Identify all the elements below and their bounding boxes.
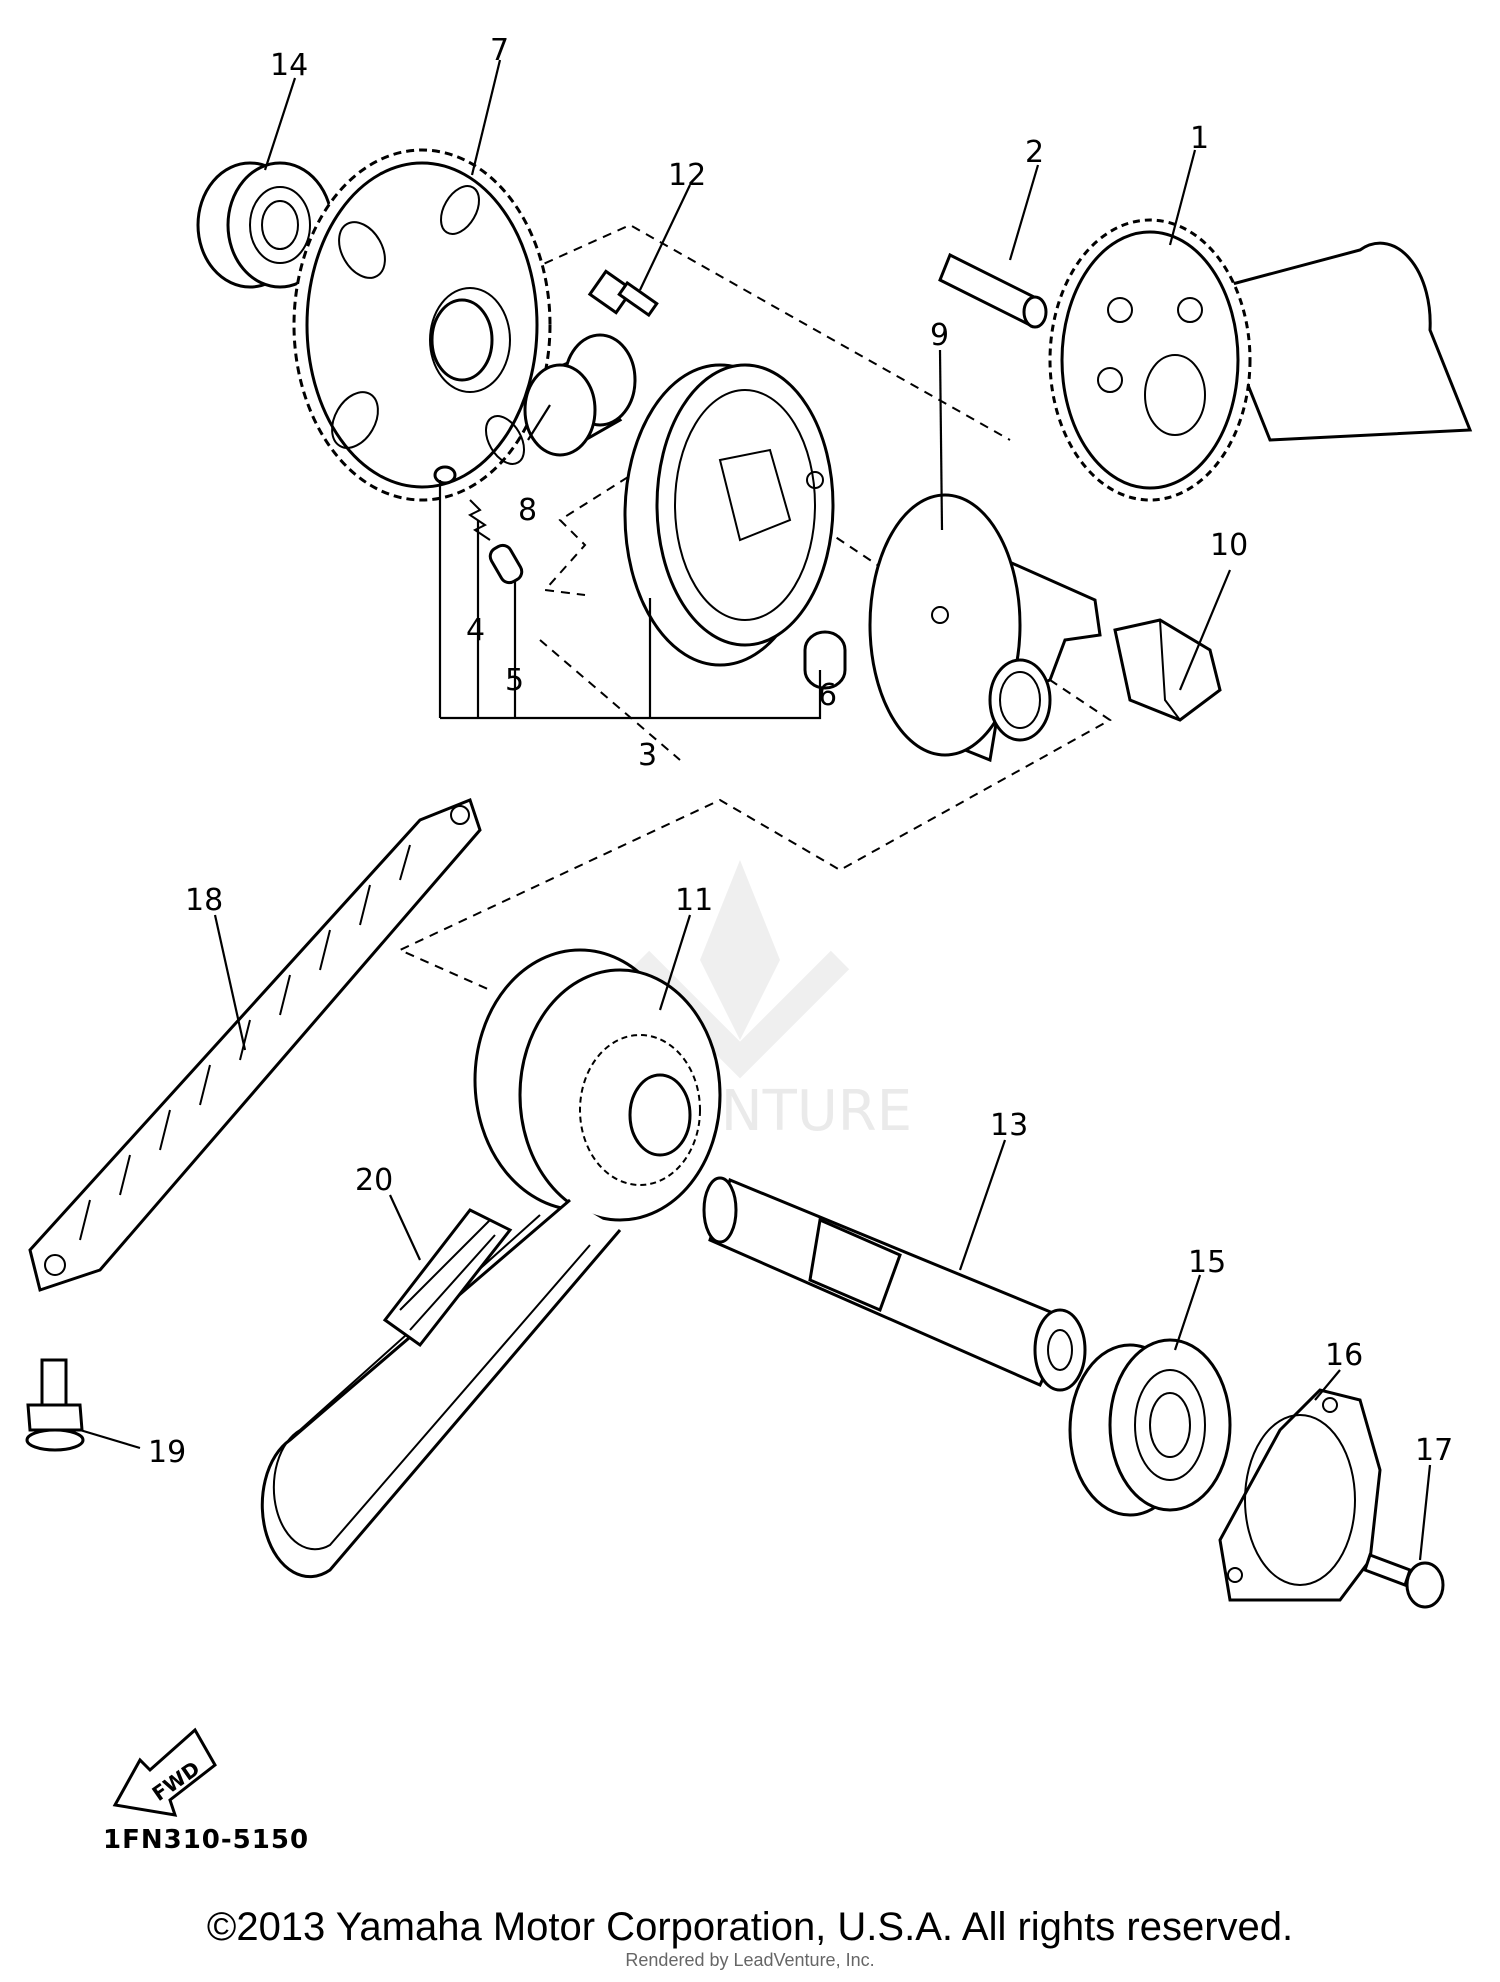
part-5-plunger — [488, 543, 524, 585]
part-19-bolt — [25, 1358, 85, 1452]
callout-13: 13 — [990, 1108, 1028, 1143]
part-1-idler-gear — [1048, 218, 1473, 502]
copyright-notice: ©2013 Yamaha Motor Corporation, U.S.A. A… — [206, 1905, 1294, 1949]
callout-labels: 1 2 3 4 5 6 7 8 9 10 11 12 13 14 15 16 1… — [148, 33, 1453, 1470]
callout-14: 14 — [270, 48, 308, 83]
part-starter-chain — [260, 1198, 622, 1579]
callout-11: 11 — [675, 883, 713, 918]
part-17-screw — [1363, 1553, 1445, 1609]
callout-2: 2 — [1025, 135, 1044, 170]
callout-7: 7 — [490, 33, 509, 68]
part-18-chain-guide — [28, 798, 482, 1292]
part-3-starter-clutch — [623, 363, 835, 667]
diagram-code: 1FN310-5150 — [103, 1825, 310, 1855]
part-11-sprocket — [473, 948, 722, 1222]
callout-10: 10 — [1210, 528, 1248, 563]
callout-17: 17 — [1415, 1433, 1453, 1468]
callout-3: 3 — [638, 738, 657, 773]
part-6-roller — [803, 630, 847, 690]
part-7-starter-driven-gear — [292, 148, 552, 502]
part-12-bolt — [587, 269, 659, 318]
callout-9: 9 — [930, 318, 949, 353]
callout-4: 4 — [466, 613, 485, 648]
fwd-arrow-icon: FWD — [112, 1727, 217, 1817]
leader-lines — [79, 59, 1432, 1561]
callout-5: 5 — [505, 663, 524, 698]
part-16-retainer-plate — [1218, 1388, 1382, 1602]
callout-16: 16 — [1325, 1338, 1363, 1373]
callout-12: 12 — [668, 158, 706, 193]
callout-8: 8 — [518, 493, 537, 528]
callout-18: 18 — [185, 883, 223, 918]
part-13-shaft — [702, 1176, 1087, 1392]
callout-19: 19 — [148, 1435, 186, 1470]
part-10-block — [1113, 618, 1222, 722]
callout-6: 6 — [818, 678, 837, 713]
part-9-flange — [868, 493, 1102, 763]
callout-1: 1 — [1190, 121, 1209, 156]
callout-20: 20 — [355, 1163, 393, 1198]
rendered-by-credit: Rendered by LeadVenture, Inc. — [625, 1950, 875, 1970]
part-20-chain-link — [382, 1208, 513, 1348]
part-15-bearing — [1068, 1338, 1232, 1517]
part-8-collar — [523, 333, 637, 457]
part-2-shaft-pin — [938, 252, 1048, 329]
callout-15: 15 — [1188, 1245, 1226, 1280]
